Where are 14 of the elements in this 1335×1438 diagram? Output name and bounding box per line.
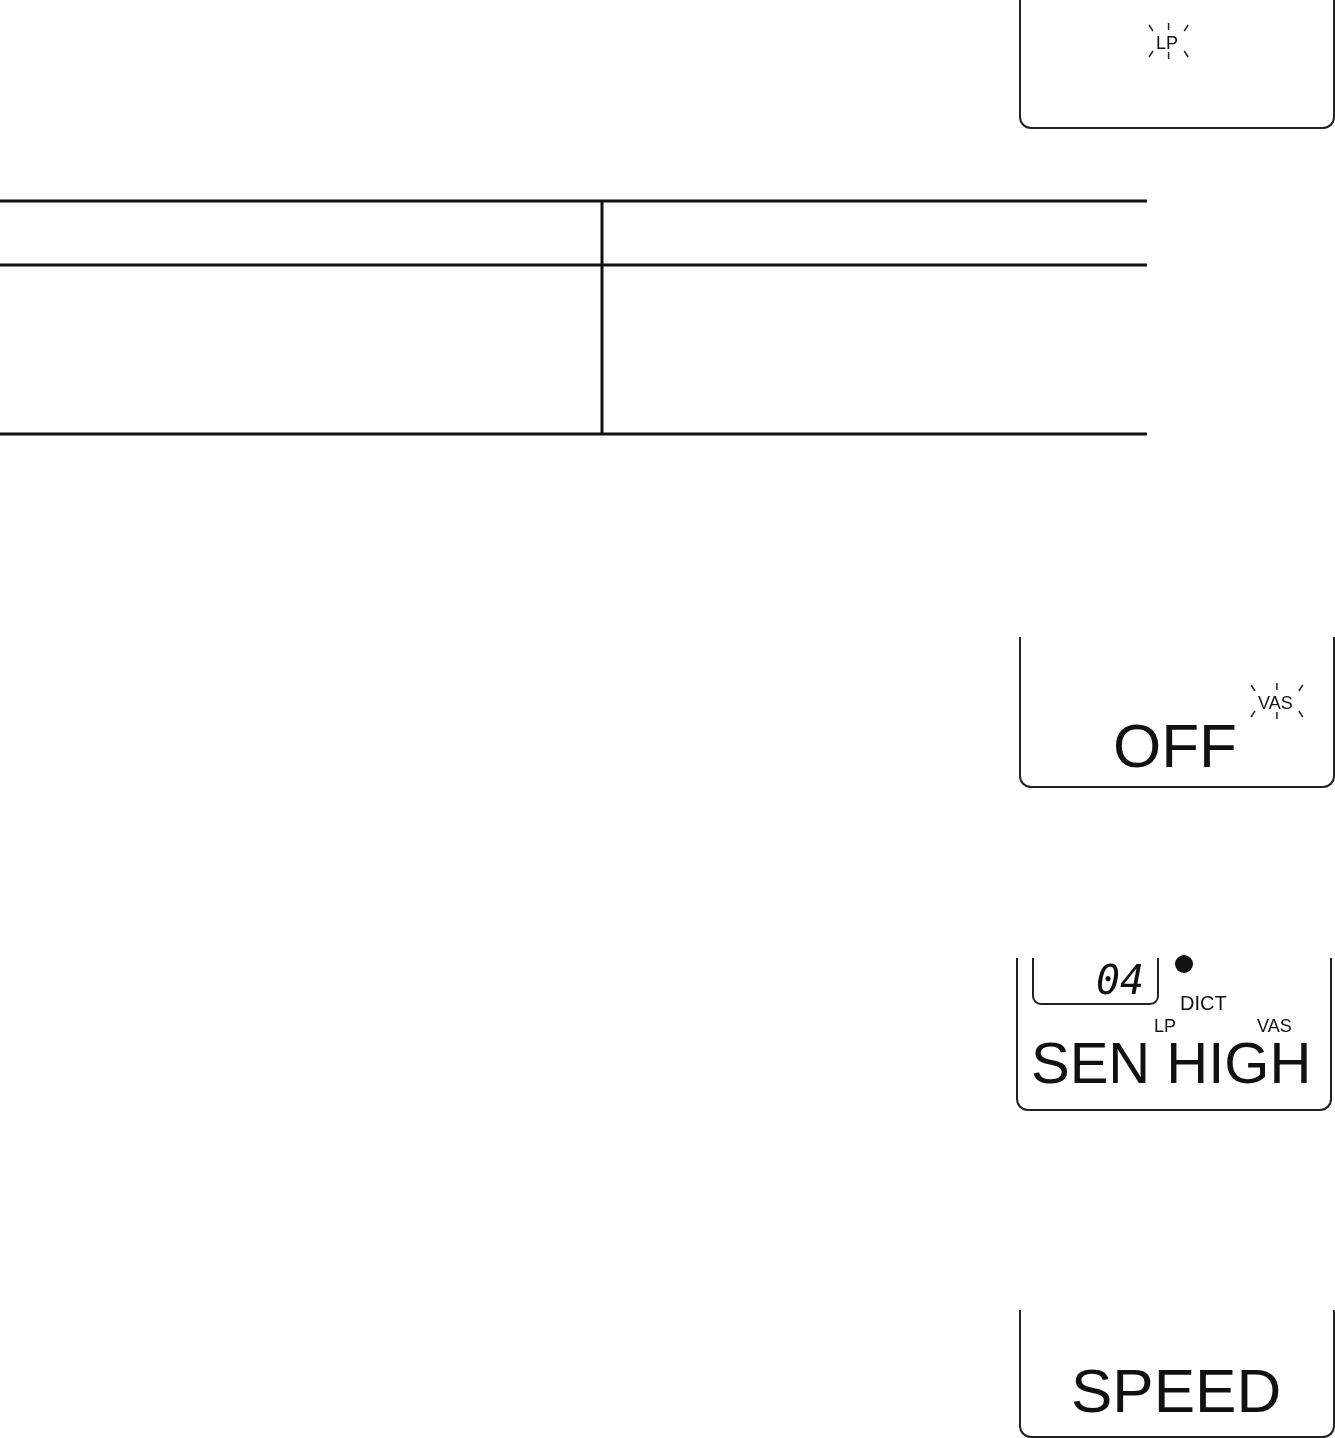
display-text: OFF: [1113, 715, 1237, 777]
mode-indicator: DICT: [1180, 993, 1227, 1013]
lcd-display-panel: [1016, 958, 1332, 1111]
counter-display-box: [1032, 958, 1159, 1005]
mode-indicator: LP: [1154, 1017, 1177, 1035]
display-text: SEN HIGH: [1031, 1034, 1312, 1092]
display-text: SPEED: [1071, 1360, 1282, 1422]
lcd-display-panel: [1019, 1310, 1335, 1438]
lcd-display-panel: [1019, 0, 1335, 129]
lcd-display-panel: [1019, 637, 1335, 788]
segment-digits: 04: [1096, 960, 1145, 1000]
mode-indicator: VAS: [1258, 694, 1293, 712]
mode-indicator: LP: [1156, 34, 1179, 52]
mode-indicator: VAS: [1257, 1017, 1292, 1035]
